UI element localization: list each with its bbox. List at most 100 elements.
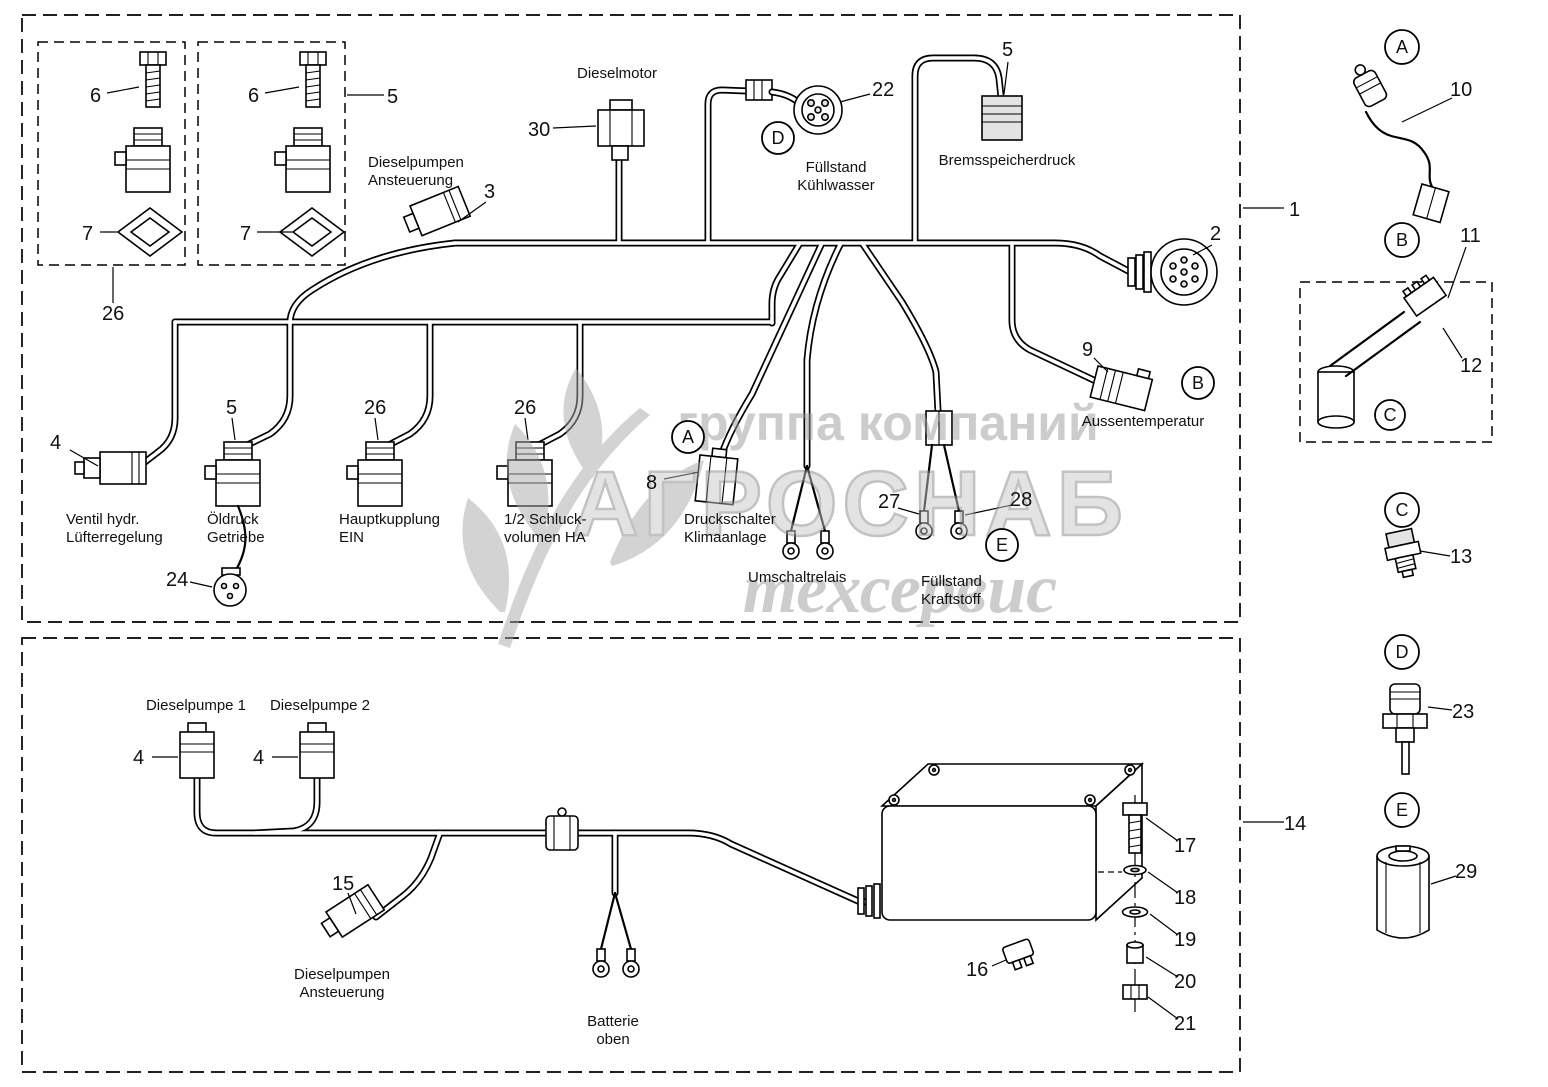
- callout-letter: E: [1396, 800, 1408, 820]
- callout-letter: A: [1396, 37, 1408, 57]
- label-schluckvolumen-2: volumen HA: [504, 529, 586, 546]
- detail-a-part-10: [1352, 64, 1453, 224]
- solenoid-5-oeldruck-icon: [204, 441, 261, 507]
- top-section-border: [21, 14, 1241, 623]
- connector-22-icon: [745, 79, 843, 135]
- part-number-4c: 4: [253, 747, 264, 769]
- cable-clamp-icon: [545, 807, 579, 851]
- label-dieselpumpen-bottom-1: Dieselpumpen: [294, 966, 390, 983]
- detail-e-part-29: [1376, 845, 1457, 939]
- label-dieselpumpe-1: Dieselpumpe 1: [146, 697, 246, 714]
- callout-circles: D A B E C A B C D E: [671, 29, 1420, 828]
- label-bremsspeicherdruck: Bremsspeicherdruck: [939, 152, 1076, 169]
- junction-box: [857, 762, 1145, 922]
- bolt-icon: [299, 51, 327, 108]
- detail-d-part-23: [1382, 683, 1453, 775]
- watermark-line-3: техсервис: [743, 551, 1057, 628]
- callout-letter: A: [682, 427, 694, 447]
- part-number-7: 7: [82, 223, 93, 245]
- connector-5-icon: [981, 95, 1023, 141]
- watermark-line-2: АГРОСНАБ: [572, 453, 1128, 555]
- detail-column: [1299, 64, 1493, 939]
- callout-letter: D: [772, 128, 785, 148]
- bottom-tubes: [193, 774, 870, 921]
- label-batterie-2: oben: [596, 1031, 629, 1048]
- part-number-23: 23: [1452, 701, 1474, 723]
- callout-circle-d-inline: D: [761, 121, 795, 155]
- part-number-28: 28: [1010, 489, 1032, 511]
- callout-letter: B: [1396, 230, 1408, 250]
- pump1-connector-icon: [179, 722, 215, 779]
- watermark-leaf-icon: [462, 368, 704, 648]
- part-number-5b: 5: [226, 397, 237, 419]
- solenoid-kit-box-2: [197, 41, 384, 266]
- connector-3-icon: [402, 185, 472, 237]
- fuel-level-wires: [915, 410, 968, 540]
- part-number-1: 1: [1289, 199, 1300, 221]
- part-number-7b: 7: [240, 223, 251, 245]
- callout-letter: B: [1192, 373, 1204, 393]
- label-batterie-1: Batterie: [587, 1013, 639, 1030]
- part-number-24: 24: [166, 569, 188, 591]
- part-number-26c: 26: [514, 397, 536, 419]
- part-number-2: 2: [1210, 223, 1221, 245]
- seal-icon: [117, 207, 183, 257]
- bolt-icon: [139, 51, 167, 108]
- part-number-6: 6: [90, 85, 101, 107]
- label-druckschalter-2: Klimaanlage: [684, 529, 767, 546]
- fuse-16-icon: [1002, 938, 1035, 971]
- connector-9-icon: [1089, 365, 1154, 412]
- callout-letter: C: [1384, 405, 1397, 425]
- callout-letter: E: [996, 535, 1008, 555]
- hardware-stack: [1098, 795, 1179, 1020]
- label-ventil-2: Lüfterregelung: [66, 529, 163, 546]
- part-number-22: 22: [872, 79, 894, 101]
- detail-b-part-11-12: [1299, 246, 1493, 443]
- part-number-26b: 26: [364, 397, 386, 419]
- solenoid-kit-box-1: [37, 41, 186, 266]
- callout-letter: C: [1396, 500, 1409, 520]
- part-number-5c: 5: [1002, 39, 1013, 61]
- part-number-10: 10: [1450, 79, 1472, 101]
- label-dieselpumpen-bottom-2: Ansteuerung: [299, 984, 384, 1001]
- connector-4-icon: [74, 451, 147, 485]
- label-fuellstand-kuehlwasser-1: Füllstand: [806, 159, 867, 176]
- component-labels: Dieselmotor Dieselpumpen Ansteuerung Fül…: [66, 65, 1204, 1048]
- callout-circle-b-inline: B: [1181, 366, 1215, 400]
- top-harness-section: [21, 14, 1284, 623]
- label-oeldruck-2: Getriebe: [207, 529, 265, 546]
- callout-letter: D: [1396, 642, 1409, 662]
- label-dieselmotor: Dieselmotor: [577, 65, 657, 82]
- part-number-6b: 6: [248, 85, 259, 107]
- label-fuellstand-kuehlwasser-2: Kühlwasser: [797, 177, 875, 194]
- part-number-5: 5: [387, 86, 398, 108]
- solenoid-26-hauptkupplung-icon: [346, 441, 403, 507]
- label-umschaltrelais: Umschaltrelais: [748, 569, 846, 586]
- label-fuellstand-kraftstoff-1: Füllstand: [921, 573, 982, 590]
- label-hauptkupplung-2: EIN: [339, 529, 364, 546]
- label-hauptkupplung-1: Hauptkupplung: [339, 511, 440, 528]
- part-number-19: 19: [1174, 929, 1196, 951]
- part-number-17: 17: [1174, 835, 1196, 857]
- callout-circle-a-heading: A: [1384, 29, 1420, 65]
- part-number-12: 12: [1460, 355, 1482, 377]
- watermark-line-1: группа компаний: [677, 395, 1099, 451]
- part-number-4: 4: [50, 432, 61, 454]
- label-druckschalter-1: Druckschalter: [684, 511, 776, 528]
- part-number-27: 27: [878, 491, 900, 513]
- part-number-13: 13: [1450, 546, 1472, 568]
- part-number-9: 9: [1082, 339, 1093, 361]
- bottom-harness-section: [21, 637, 1284, 1073]
- callout-circle-b-heading: B: [1384, 222, 1420, 258]
- solenoid-coil-icon: [274, 127, 331, 193]
- part-number-21: 21: [1174, 1013, 1196, 1035]
- label-aussentemperatur: Aussentemperatur: [1082, 413, 1205, 430]
- callout-circle-c-inline: C: [1374, 399, 1406, 431]
- part-number-16: 16: [966, 959, 988, 981]
- connector-30-icon: [597, 99, 645, 161]
- part-number-14: 14: [1284, 813, 1306, 835]
- label-dieselpumpe-2: Dieselpumpe 2: [270, 697, 370, 714]
- connector-2-icon: [1127, 238, 1218, 306]
- callout-circle-e-inline: E: [985, 528, 1019, 562]
